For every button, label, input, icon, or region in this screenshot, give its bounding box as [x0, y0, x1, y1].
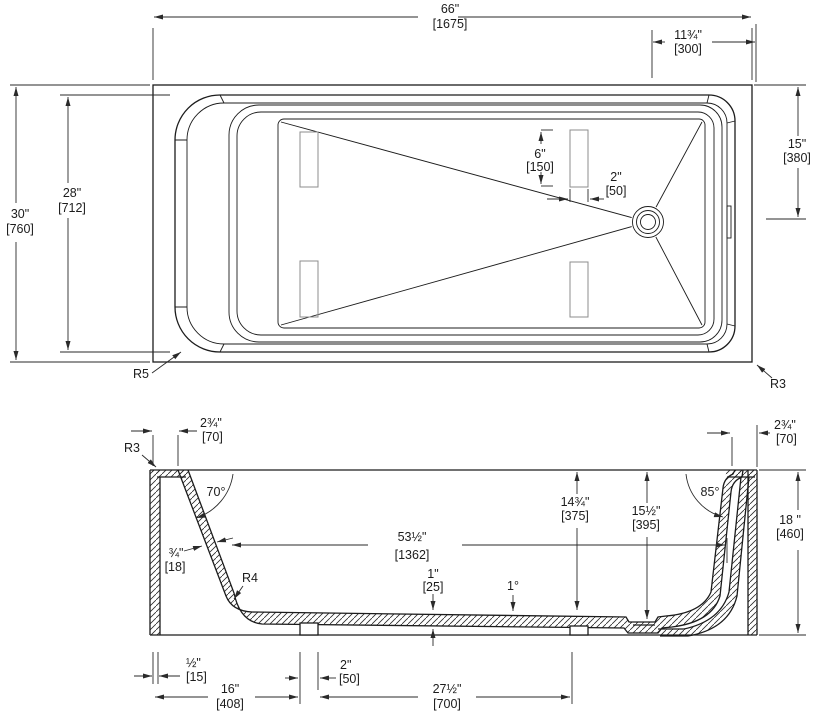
dim-rim-width: [60, 94, 170, 353]
dim-drain-from-end-in: 11¾": [674, 28, 702, 42]
dim-overall-length-in: 66": [441, 2, 459, 16]
dim-block-position: [155, 652, 301, 704]
dim-floor-thickness-in: 1": [427, 567, 438, 581]
dim-pad-length-mm: [150]: [526, 160, 554, 174]
dim-overall-height-in: 18 ": [779, 513, 801, 527]
radius-bottom-label: R4: [242, 571, 258, 585]
rim-outer: [174, 94, 736, 353]
dim-floor-length-in: 53½": [398, 530, 427, 544]
dim-overall-width: [10, 84, 150, 363]
dim-lip-right-mm: [70]: [776, 432, 797, 446]
dim-wall-thickness-mm: [18]: [165, 560, 186, 574]
dim-drain-from-end: [651, 24, 757, 82]
dim-pad-length-in: 6": [534, 147, 545, 161]
dim-drain-from-end-mm: [300]: [674, 42, 702, 56]
dim-lip-right: [707, 425, 770, 467]
angle-left-arc: [195, 473, 234, 519]
rim-corner-ticks: [175, 94, 736, 353]
floor-outline: [277, 118, 706, 329]
shell-hatch: [178, 470, 743, 633]
dim-rim-width-mm: [712]: [58, 201, 86, 215]
dim-overall-width-mm: [760]: [6, 222, 34, 236]
dim-overall-height: [759, 469, 806, 636]
radius-right-label: R3: [770, 377, 786, 391]
left-skirt-hatch: [150, 470, 160, 635]
tub-deck-outline: [152, 84, 753, 363]
angle-right-arc: [685, 473, 724, 518]
dim-pad-length: [538, 129, 553, 187]
dim-overall-length: [152, 14, 753, 80]
radius-bottom-leader: [233, 585, 244, 600]
waste-channel-hatch: [660, 477, 749, 636]
drain: [631, 205, 665, 239]
dim-block-width-mm: [50]: [339, 672, 360, 686]
section-view-dimensions: 2¾" [70] R3 70° 85° 2¾" [70] 18 " [460]: [124, 416, 806, 711]
dim-floor-length: [232, 538, 728, 563]
dim-depth-floor-mm: [375]: [561, 509, 589, 523]
well-opening-outer: [228, 104, 723, 343]
angle-left-label: 70°: [207, 485, 226, 499]
dim-depth-drain-mm: [395]: [632, 518, 660, 532]
dim-skirt-offset-in: ½": [186, 656, 201, 670]
dim-lip-left-mm: [70]: [202, 430, 223, 444]
angle-right-label: 85°: [701, 485, 720, 499]
dim-block-position-in: 16": [221, 682, 239, 696]
dim-drain-from-side-in: 15": [788, 137, 806, 151]
radius-top-label: R3: [124, 441, 140, 455]
dim-lip-left-in: 2¾": [200, 416, 222, 430]
overflow-slot: [726, 205, 732, 239]
dim-overall-width-in: 30": [11, 207, 29, 221]
support-block: [299, 622, 319, 636]
well-opening-inner: [236, 111, 715, 336]
dim-depth-floor-in: 14¾": [561, 495, 590, 509]
radius-right-leader: [756, 364, 773, 379]
floor-slope-diagonals: [280, 121, 703, 326]
dim-drain-from-side: [754, 84, 806, 220]
radius-left-label: R5: [133, 367, 149, 381]
dim-skirt-offset: [134, 652, 180, 684]
dim-block-position-mm: [408]: [216, 697, 244, 711]
dim-drain-position-in: 27½": [433, 682, 462, 696]
pad: [299, 260, 319, 318]
dim-overall-length-mm: [1675]: [433, 17, 468, 31]
dim-skirt-offset-mm: [15]: [186, 670, 207, 684]
pad: [299, 131, 319, 188]
dim-pad-width-mm: [50]: [606, 184, 627, 198]
top-view-dimensions: 66" [1675] 11¾" [300] 30" [760] 28" [712…: [6, 2, 811, 391]
dim-rim-width-in: 28": [63, 186, 81, 200]
dim-wall-thickness-in: ¾": [169, 546, 184, 560]
radius-left-leader: [151, 351, 182, 374]
dim-pad-width-in: 2": [610, 170, 621, 184]
right-skirt-hatch: [748, 470, 757, 635]
dim-floor-length-mm: [1362]: [395, 548, 430, 562]
section-outline: [149, 469, 758, 637]
dim-depth-drain-in: 15½": [632, 504, 661, 518]
support-block: [569, 625, 589, 636]
top-view: [152, 84, 753, 363]
section-view: [149, 469, 758, 637]
rim-inner: [186, 102, 728, 345]
dim-lip-left: [131, 428, 197, 466]
pad: [569, 129, 589, 188]
dim-pad-width: [547, 189, 604, 202]
floor-slope-label: 1°: [507, 579, 519, 593]
dim-drain-from-side-mm: [380]: [783, 151, 811, 165]
dim-drain-position-mm: [700]: [433, 697, 461, 711]
dim-overall-height-mm: [460]: [776, 527, 804, 541]
dim-floor-thickness-mm: [25]: [423, 580, 444, 594]
radius-top-leader: [141, 454, 157, 468]
dim-block-width-in: 2": [340, 658, 351, 672]
dim-block-width: [285, 652, 336, 690]
pad: [569, 261, 589, 318]
dim-wall-thickness: [183, 537, 234, 552]
dim-lip-right-in: 2¾": [774, 418, 796, 432]
dim-drain-position: [320, 652, 573, 704]
